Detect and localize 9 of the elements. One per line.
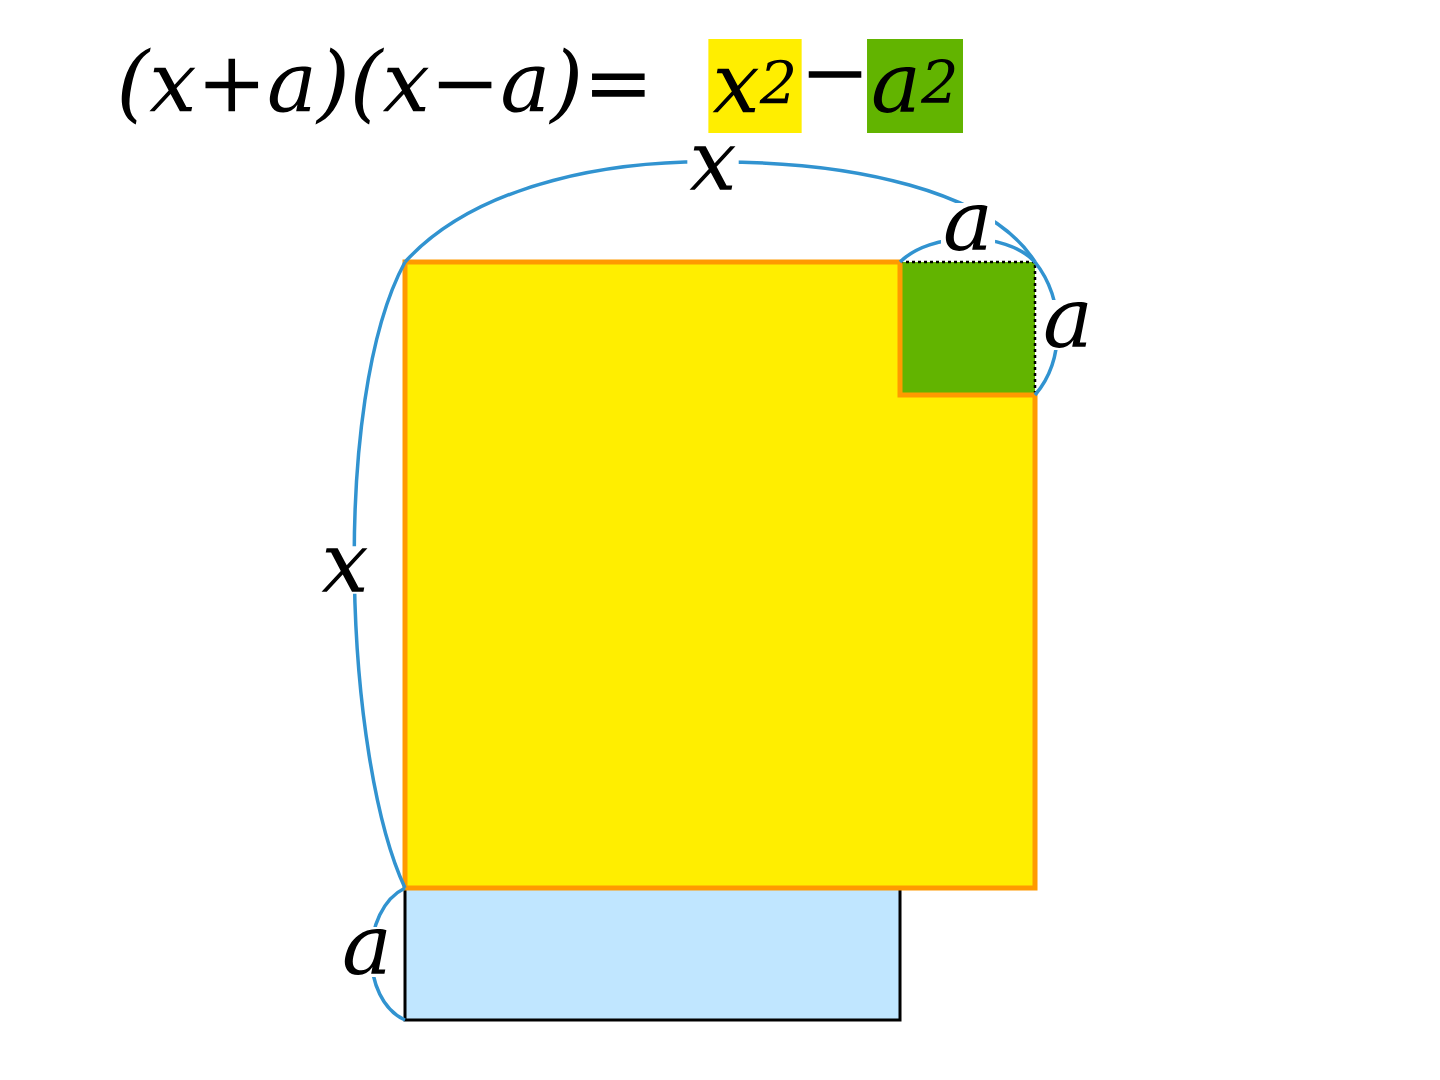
highlight-box: a$^{2}$ [867,39,963,133]
highlight-box: x$^{2}$ [708,39,802,133]
formula-text: (x+a)(x−a)= [121,47,645,125]
minus-sign: − [808,71,862,78]
dimension-label: a [1040,300,1096,350]
dimension-label: a [339,927,395,977]
dimension-label: x [319,546,371,594]
dimension-label: a [940,203,996,253]
dimension-label: x [687,144,739,192]
